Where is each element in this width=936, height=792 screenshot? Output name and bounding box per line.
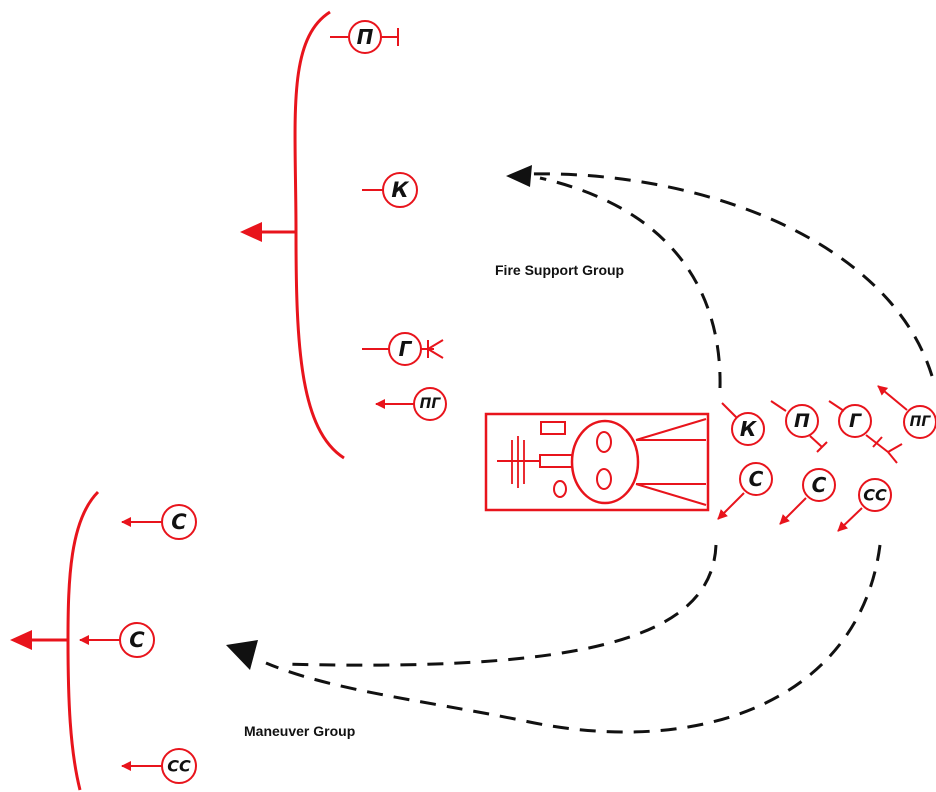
unit-s-right-1-label: С (749, 467, 764, 491)
unit-s-left-1-label: С (171, 510, 187, 534)
maneuver-route-arrowhead (226, 640, 258, 670)
unit-s-left-2-label: С (129, 628, 145, 652)
unit-g-upper-label: Г (399, 337, 413, 361)
unit-s-right-1: С (717, 462, 773, 520)
unit-p-right: П (770, 400, 828, 453)
unit-s-left-2: С (79, 622, 155, 658)
maneuver-arrowhead (10, 630, 32, 650)
command-formation-box (484, 412, 710, 512)
unit-g-right: Г (828, 400, 903, 464)
unit-p-top-label: П (357, 25, 374, 49)
maneuver-route-inner (281, 544, 718, 667)
fire-support-arrowhead (240, 222, 262, 242)
fire-support-route-inner (539, 176, 722, 389)
unit-pg-upper: ПГ (375, 387, 447, 421)
fire-support-route-arrowhead (506, 165, 532, 187)
unit-ss-right: СС (837, 478, 892, 532)
unit-g-right-label: Г (849, 410, 862, 432)
unit-k-right: К (721, 402, 765, 446)
maneuver-group-label: Maneuver Group (244, 723, 355, 739)
fire-support-route-outer (527, 172, 934, 377)
unit-s-right-2-label: С (812, 473, 827, 497)
unit-s-left-1: С (121, 504, 197, 540)
unit-pg-right: ПГ (877, 385, 936, 439)
unit-pg-right-label: ПГ (910, 414, 932, 430)
fire-support-group-label: Fire Support Group (495, 262, 624, 278)
unit-s-right-2: С (779, 468, 836, 525)
unit-ss-left-label: СС (167, 757, 191, 776)
maneuver-route-outer (265, 544, 882, 734)
unit-k-upper: К (362, 172, 418, 208)
unit-p-right-label: П (794, 410, 810, 432)
fire-support-line (293, 10, 345, 460)
unit-pg-upper-label: ПГ (420, 396, 442, 412)
unit-k-upper-label: К (391, 178, 409, 202)
unit-k-right-label: К (740, 417, 758, 441)
unit-g-upper: Г (362, 332, 444, 366)
unit-ss-right-label: СС (863, 486, 887, 505)
unit-p-top: П (330, 20, 399, 54)
unit-ss-left: СС (121, 748, 197, 784)
